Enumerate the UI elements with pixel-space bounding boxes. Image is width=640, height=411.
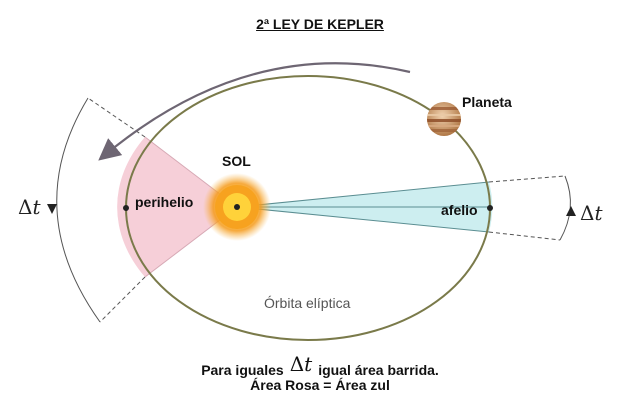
dashed-line-left-bottom <box>99 276 146 323</box>
orbit-label: Órbita elíptica <box>264 295 351 311</box>
blue-area-edge-top <box>236 181 490 208</box>
perihelio-dot <box>123 205 129 211</box>
delta-t-left-label: Δt <box>18 195 41 219</box>
pink-area <box>117 137 237 277</box>
delta-t-arrow-right-icon <box>566 206 576 216</box>
sun-icon <box>203 173 271 241</box>
afelio-label: afelio <box>441 202 478 218</box>
dashed-line-right-bottom <box>488 231 561 241</box>
delta-symbol: Δ <box>289 352 305 376</box>
delta-symbol: Δ <box>580 201 595 225</box>
delta-t-arrow-left-icon <box>47 204 57 214</box>
dashed-line-left-top <box>87 97 146 138</box>
t-symbol: t <box>32 195 41 219</box>
delta-t-arc-right <box>559 175 571 241</box>
caption-line-2: Área Rosa = Área zul <box>250 377 390 393</box>
caption-delta-t: Δt <box>290 352 313 376</box>
delta-t-right-label: Δt <box>580 201 603 225</box>
caption-line-1-before: Para iguales <box>201 362 284 378</box>
dashed-line-right-top <box>488 175 566 183</box>
planet-label: Planeta <box>462 94 512 110</box>
caption-line-1-after: igual área barrida. <box>318 362 439 378</box>
t-symbol: t <box>304 352 313 376</box>
caption-line-1: Para iguales Δt igual área barrida. <box>0 352 640 380</box>
diagram-title: 2ª LEY DE KEPLER <box>256 16 384 32</box>
planet-icon <box>427 102 461 136</box>
t-symbol: t <box>594 201 603 225</box>
motion-arrow <box>98 62 411 161</box>
sun-label: SOL <box>222 153 251 169</box>
delta-symbol: Δ <box>18 195 33 219</box>
delta-t-arc-left <box>56 97 101 323</box>
blue-area-edge-bottom <box>236 206 490 233</box>
afelio-dot <box>487 205 493 211</box>
perihelio-label: perihelio <box>135 194 194 210</box>
